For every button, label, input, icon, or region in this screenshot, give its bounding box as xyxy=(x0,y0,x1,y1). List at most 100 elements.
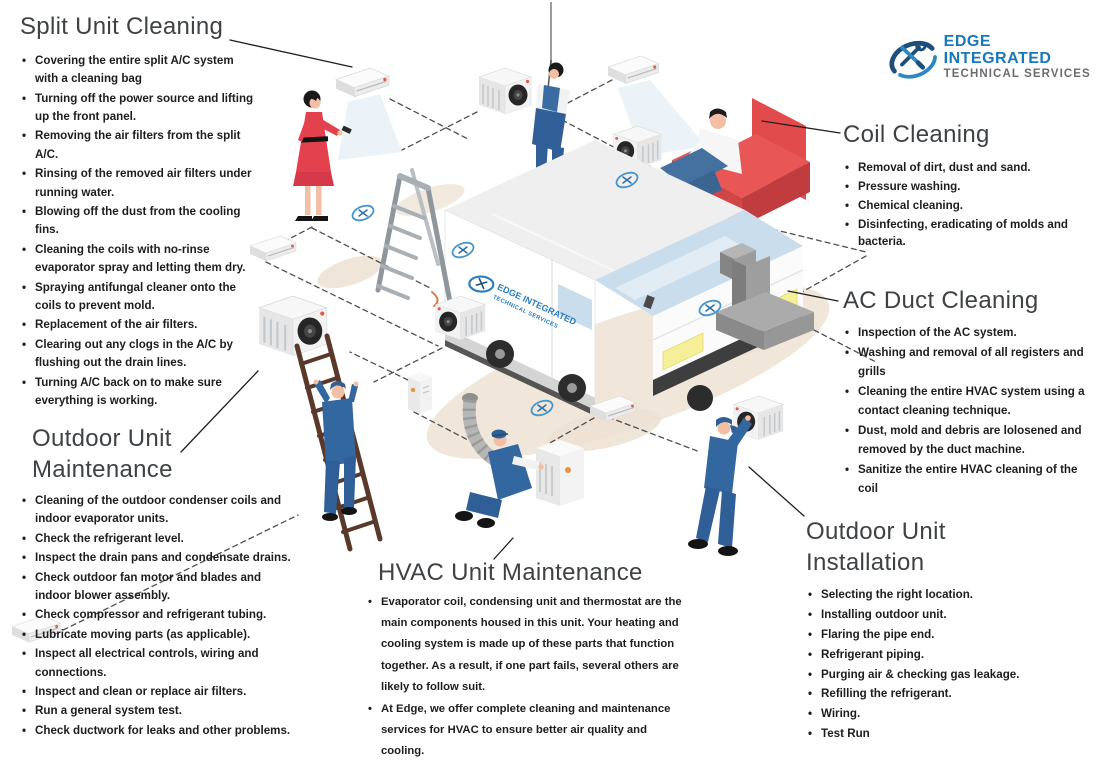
portable-ac-unit xyxy=(408,372,432,414)
technician-kneeling-with-duct-machine xyxy=(455,393,584,528)
bullet-item: Removing the air filters from the split … xyxy=(20,127,258,164)
ac-duct-cleaning-title: AC Duct Cleaning xyxy=(843,287,1039,314)
bullet-item: Inspect and clean or replace air filters… xyxy=(20,683,298,702)
bullet-item: Selecting the right location. xyxy=(806,585,1066,605)
bullet-text: Cleaning the entire HVAC system using a … xyxy=(858,385,1085,417)
bullet-item: At Edge, we offer complete cleaning and … xyxy=(366,699,684,763)
callout-lines xyxy=(180,39,841,560)
bullet-item: Rinsing of the removed air filters under… xyxy=(20,165,258,202)
bullet-item: Turning A/C back on to make sure everyth… xyxy=(20,374,258,411)
bullet-item: Chemical cleaning. xyxy=(843,197,1095,214)
bullet-item: Replacement of the air filters. xyxy=(20,316,258,335)
bullet-item: Purging air & checking gas leakage. xyxy=(806,665,1066,685)
bullet-item: Inspect the drain pans and condensate dr… xyxy=(20,549,298,568)
coil-cleaning-list: Removal of dirt, dust and sand. Pressure … xyxy=(843,159,1095,250)
outdoor-ac-unit xyxy=(435,295,486,341)
section-split-unit-cleaning: Split Unit Cleaning Covering the entire … xyxy=(20,12,258,411)
bullet-text: Check the refrigerant level. xyxy=(35,531,184,545)
bullet-text: Blowing off the dust from the cooling fi… xyxy=(35,204,241,237)
bullet-text: Evaporator coil, condensing unit and the… xyxy=(381,596,682,693)
split-ac-unit xyxy=(607,55,660,85)
step-ladder xyxy=(375,168,453,307)
bullet-text: Installing outdoor unit. xyxy=(821,608,947,622)
section-ac-duct-cleaning: AC Duct Cleaning Inspection of the AC sy… xyxy=(843,286,1099,500)
bullet-item: Cleaning the entire HVAC system using a … xyxy=(843,383,1099,420)
ac-duct-cleaning-list: Inspection of the AC system. Washing and … xyxy=(843,324,1099,499)
technician-carrying-unit xyxy=(688,395,784,556)
bullet-text: Disinfecting, eradicating of molds and b… xyxy=(858,217,1069,248)
bullet-item: Check ductwork for leaks and other probl… xyxy=(20,722,298,741)
logo-company-name: EDGE INTEGRATED xyxy=(943,32,1052,68)
bullet-item: Cleaning the coils with no-rinse evapora… xyxy=(20,241,258,278)
section-outdoor-unit-maintenance: Outdoor Unit Maintenance xyxy=(32,424,207,485)
logo-text: EDGE INTEGRATED TECHNICAL SERVICES xyxy=(944,33,1100,82)
hvac-unit-maintenance-title: HVAC Unit Maintenance xyxy=(378,559,643,586)
outdoor-unit-maintenance-list: Cleaning of the outdoor condenser coils … xyxy=(20,492,298,741)
bullet-item: Flaring the pipe end. xyxy=(806,625,1066,645)
bullet-text: Check compressor and refrigerant tubing. xyxy=(35,608,267,622)
bullet-item: Turning off the power source and lifting… xyxy=(20,90,258,127)
bullet-text: Test Run xyxy=(821,727,870,741)
bullet-text: Selecting the right location. xyxy=(821,588,974,602)
bullet-item: Washing and removal of all registers and… xyxy=(843,344,1099,381)
outdoor-ac-unit xyxy=(258,294,328,357)
bullet-item: Wiring. xyxy=(806,704,1066,724)
bullet-item: Inspection of the AC system. xyxy=(843,324,1099,343)
bullet-item: Sanitize the entire HVAC cleaning of the… xyxy=(843,461,1099,498)
bullet-text: Check outdoor fan motor and blades and i… xyxy=(35,570,262,603)
bullet-item: Clearing out any clogs in the A/C by flu… xyxy=(20,336,258,373)
bullet-item: Check compressor and refrigerant tubing. xyxy=(20,606,298,625)
outdoor-ac-unit xyxy=(478,67,532,115)
technician-climbing-ladder xyxy=(313,379,359,521)
bullet-text: Inspect the drain pans and condensate dr… xyxy=(35,551,291,565)
bullet-text: Clearing out any clogs in the A/C by flu… xyxy=(35,337,233,370)
bullet-item: Blowing off the dust from the cooling fi… xyxy=(20,203,258,240)
bullet-text: Refilling the refrigerant. xyxy=(821,687,952,701)
split-unit-cleaning-list: Covering the entire split A/C system wit… xyxy=(20,52,258,411)
bullet-text: Covering the entire split A/C system wit… xyxy=(35,53,234,86)
bullet-text: Chemical cleaning. xyxy=(858,198,964,212)
split-ac-unit xyxy=(335,67,390,98)
bullet-item: Cleaning of the outdoor condenser coils … xyxy=(20,492,298,529)
bullet-text: Flaring the pipe end. xyxy=(821,628,935,642)
bullet-item: Check outdoor fan motor and blades and i… xyxy=(20,569,298,606)
section-outdoor-unit-installation: Outdoor Unit Installation Selecting the … xyxy=(806,517,1066,744)
bullet-text: Check ductwork for leaks and other probl… xyxy=(35,723,291,737)
section-coil-cleaning: Coil Cleaning Removal of dirt, dust and … xyxy=(843,120,1095,252)
bullet-text: Sanitize the entire HVAC cleaning of the… xyxy=(858,463,1078,495)
bullet-text: Cleaning of the outdoor condenser coils … xyxy=(35,494,282,526)
bullet-text: Replacement of the air filters. xyxy=(35,318,198,332)
bullet-item: Spraying antifungal cleaner onto the coi… xyxy=(20,279,258,316)
bullet-text: Run a general system test. xyxy=(35,704,182,718)
bullet-text: Washing and removal of all registers and… xyxy=(858,346,1084,378)
bullet-item: Refrigerant piping. xyxy=(806,645,1066,665)
outdoor-unit-maintenance-title: Outdoor Unit Maintenance xyxy=(32,425,173,483)
section-outdoor-unit-maintenance-list: Cleaning of the outdoor condenser coils … xyxy=(20,492,298,741)
bullet-text: Rinsing of the removed air filters under… xyxy=(35,167,252,199)
edge-logo-swoosh-icon xyxy=(889,40,937,79)
bullet-item: Covering the entire split A/C system wit… xyxy=(20,52,258,89)
bullet-text: Removal of dirt, dust and sand. xyxy=(858,160,1031,174)
hvac-unit-maintenance-list: Evaporator coil, condensing unit and the… xyxy=(366,592,684,763)
bullet-text: Wiring. xyxy=(821,707,861,721)
bullet-text: Spraying antifungal cleaner onto the coi… xyxy=(35,280,236,312)
bullet-text: At Edge, we offer complete cleaning and … xyxy=(381,703,671,758)
bullet-item: Removal of dirt, dust and sand. xyxy=(843,159,1095,176)
bullet-item: Test Run xyxy=(806,724,1066,744)
split-unit-cleaning-title: Split Unit Cleaning xyxy=(20,13,224,40)
bullet-item: Inspect all electrical controls, wiring … xyxy=(20,645,298,682)
bullet-text: Purging air & checking gas leakage. xyxy=(821,667,1020,681)
bullet-text: Refrigerant piping. xyxy=(821,647,925,661)
bullet-item: Refilling the refrigerant. xyxy=(806,684,1066,704)
bullet-text: Inspect all electrical controls, wiring … xyxy=(35,647,259,679)
outdoor-unit-installation-title: Outdoor Unit Installation xyxy=(806,518,946,576)
bullet-text: Pressure washing. xyxy=(858,179,961,193)
bullet-item: Lubricate moving parts (as applicable). xyxy=(20,626,298,645)
bullet-item: Run a general system test. xyxy=(20,702,298,721)
outdoor-unit-installation-list: Selecting the right location. Installing … xyxy=(806,585,1066,743)
bullet-item: Disinfecting, eradicating of molds and b… xyxy=(843,216,1095,250)
bullet-item: Pressure washing. xyxy=(843,178,1095,195)
bullet-text: Inspection of the AC system. xyxy=(858,325,1017,339)
